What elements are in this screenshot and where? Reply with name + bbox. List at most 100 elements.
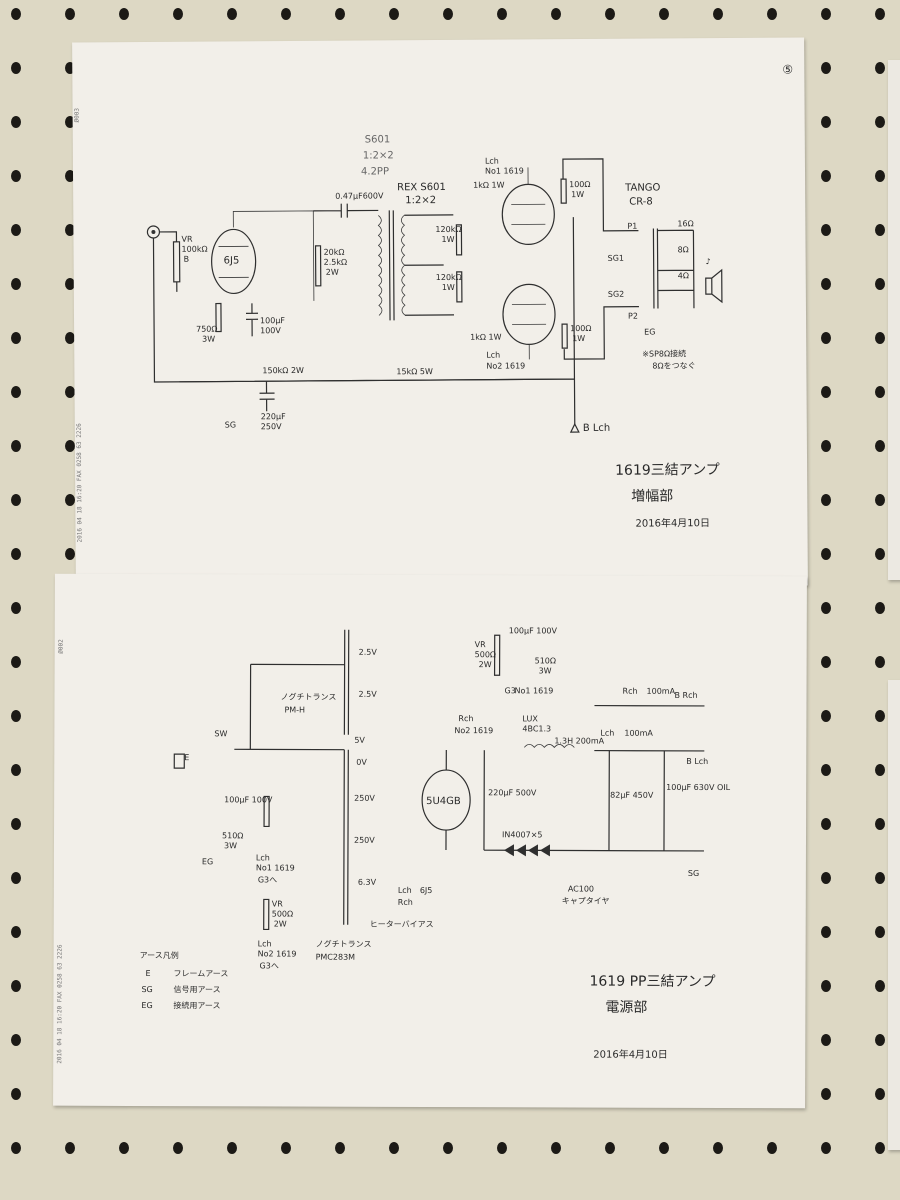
eg-ground-label: EG [202,857,213,866]
pegboard-hole [65,548,75,560]
pegboard-hole [875,224,885,236]
output-transformer-brand: TANGO [624,182,660,193]
pegboard-hole [551,1142,561,1154]
input-jack-center [151,229,156,234]
pegboard-hole [173,1142,183,1154]
power-supply-schematic-sheet: 2016 04 18 16:20 FAX 0258 63 2226 Ø002 ノ… [53,573,807,1109]
pegboard-hole [281,1142,291,1154]
legend-code: E [146,969,151,978]
lch-fuse-label: Lch [600,729,614,738]
choke-model: 4BC1.3 [522,724,551,733]
legend-title: アース凡例 [140,950,179,960]
cathode-cap-value: 100μF [260,316,285,325]
switch-label: SW [214,729,227,738]
adjacent-sheet-edge [888,60,900,580]
pegboard-hole [821,710,831,722]
pegboard-hole [875,1034,885,1046]
transformer-core [388,210,395,321]
grid-res-lower-value: 120kΩ [436,273,462,282]
pegboard-hole [875,548,885,560]
pegboard-hole [875,1088,885,1100]
pegboard-hole [659,1142,669,1154]
tap-16ohm: 16Ω [677,219,693,228]
ac-in-label: AC100 [568,884,594,893]
cap-82uf: 82μF 450V [610,791,654,800]
pegboard-hole [875,602,885,614]
vr-lower-watt: 2W [274,919,287,928]
pegboard-hole [11,548,21,560]
pegboard-hole [11,602,21,614]
filter-cap-voltage: 250V [261,422,282,431]
pegboard-hole [11,170,21,182]
pegboard-hole [605,8,615,20]
legend-code: EG [141,1001,152,1010]
adjacent-sheet-edge [888,680,900,1150]
screen-resistor-upper [560,178,567,204]
rectifier-tube-label: 5U4GB [426,796,461,807]
pegboard-hole [821,62,831,74]
pegboard-hole [497,1142,507,1154]
g3-lch-no1-to: G3へ [258,875,277,884]
pegboard-hole [821,548,831,560]
pegboard-hole [11,494,21,506]
feedback-res-2: 15kΩ 5W [396,367,433,376]
tube-6j5-envelope [211,228,257,295]
heater-rch-label: Rch [398,898,413,907]
vr-taper: B [184,255,190,264]
pegboard-hole [443,8,453,20]
screen-res-upper-watt: 1W [571,190,584,199]
grid-res-lower-watt: 1W [442,283,455,292]
volume-resistor [172,241,181,283]
pegboard-hole [11,1142,21,1154]
bplus-lch-label: B Lch [583,423,611,434]
cathode-capacitor [245,303,259,337]
pegboard-hole [821,386,831,398]
secondary-wiring [404,214,455,316]
pegboard-hole [875,62,885,74]
bias-vr-lower-1 [263,795,270,828]
grid-res-upper-watt: 1W [441,235,454,244]
frame-ground-label: E [184,753,189,762]
grid-resistor-upper [455,224,463,256]
pegboard-hole [875,872,885,884]
voltage-label: 2.5V [359,648,378,657]
pegboard-hole [11,980,21,992]
pegboard-hole [821,1088,831,1100]
choke-maker: LUX [522,714,538,723]
heater-bias-label: ヒーターバイアス [370,920,434,929]
heater-transformer-maker: ノグチトランス [280,691,336,701]
feedback-res-1: 150kΩ 2W [262,366,304,375]
pegboard-hole [821,170,831,182]
g3-rch-no2-tube: No2 1619 [454,726,493,735]
tap-8ohm: 8Ω [678,245,689,254]
pegboard-hole [821,1142,831,1154]
pegboard-hole [227,1142,237,1154]
pegboard-hole [11,1088,21,1100]
pegboard-hole [65,332,75,344]
g3-lch-no2: Lch [258,939,272,948]
pegboard-hole [11,818,21,830]
vr-label: VR [181,235,193,244]
ac-plug-icon [173,753,185,769]
sg-ground-label: SG [688,869,699,878]
pegboard-hole [875,440,885,452]
legend-desc: 接続用アース [173,1000,220,1010]
music-note-icon: ♪ [706,257,711,266]
speaker-icon [705,268,723,304]
pegboard-hole [821,224,831,236]
pegboard-hole [875,1142,885,1154]
power-transformer-maker: ノグチトランス [316,939,372,949]
rch-fuse-label: Rch [623,687,638,696]
g3-rch-no1: No1 1619 [515,686,554,695]
interstage-transformer-label: REX S601 [397,182,446,193]
pegboard-hole [389,8,399,20]
lch-fuse-value: 100mA [624,729,653,738]
pencil-note-line: 1:2×2 [363,150,394,161]
pegboard-hole [443,1142,453,1154]
pegboard-hole [335,1142,345,1154]
pegboard-hole [335,8,345,20]
plate-wiring [562,158,639,360]
g3-lch-no1-tube: No1 1619 [256,863,295,872]
filter-cap-value: 220μF [261,412,286,421]
transformer-secondary-winding [400,214,406,316]
